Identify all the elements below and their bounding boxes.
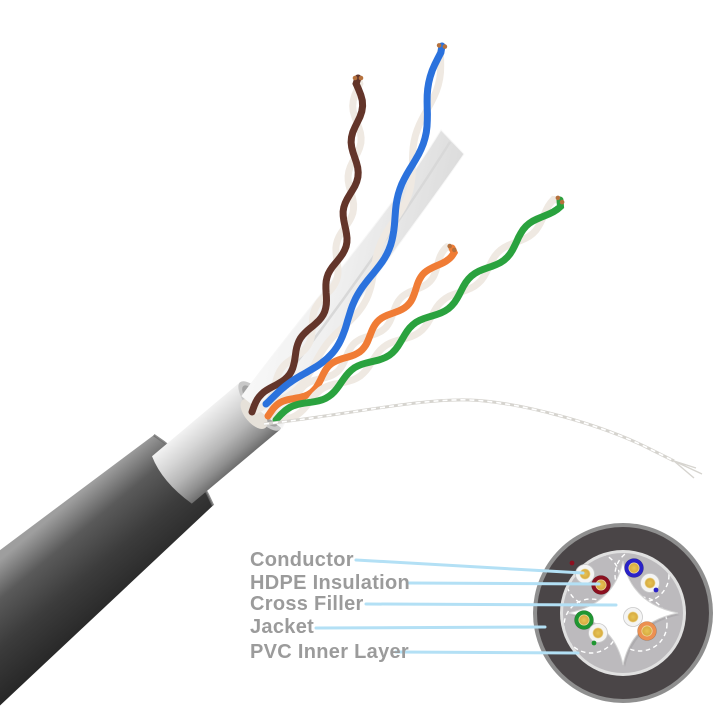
conductor-tip-dot bbox=[358, 75, 364, 81]
label-conductor: Conductor bbox=[250, 549, 354, 571]
pair-green-strand bbox=[272, 196, 565, 424]
xs-dashed-circle-se bbox=[612, 596, 668, 652]
xs-pair-ne bbox=[624, 558, 660, 593]
twisted-pairs bbox=[248, 42, 565, 424]
rip-cord-string bbox=[263, 398, 675, 463]
xs-pair-nw bbox=[569, 560, 611, 595]
label-cross-filler: Cross Filler bbox=[250, 593, 364, 615]
pair-white-strand bbox=[262, 42, 446, 408]
xs-wire-conductor bbox=[641, 625, 653, 637]
xs-wire-conductor bbox=[628, 562, 640, 574]
pair-orange-strand bbox=[264, 244, 459, 420]
leader-line-pvc-inner-layer bbox=[394, 650, 580, 655]
xs-wire-conductor bbox=[595, 579, 607, 591]
twisted-pair-orange bbox=[264, 243, 459, 420]
pair-blue-strand bbox=[262, 42, 446, 408]
conductor-tip-dot bbox=[436, 43, 442, 48]
xs-wire-conductor bbox=[627, 611, 639, 623]
xs-wire-conductor bbox=[592, 627, 604, 639]
twisted-pair-brown bbox=[248, 74, 367, 416]
conductor-tip-dot bbox=[452, 247, 457, 253]
pair-brown-strand bbox=[248, 74, 367, 416]
label-jacket: Jacket bbox=[250, 616, 315, 638]
leader-lines bbox=[314, 558, 618, 655]
conductor-tip-dot bbox=[555, 195, 561, 201]
cross-section-diagram bbox=[533, 523, 713, 703]
rip-cord-fray bbox=[673, 460, 703, 479]
xs-wire-tail-dot-blue bbox=[653, 587, 659, 593]
xs-wire-conductor bbox=[644, 577, 656, 589]
cable-photo bbox=[0, 42, 703, 706]
conductor-tip-dot bbox=[559, 199, 565, 205]
cable-jacket bbox=[0, 435, 213, 706]
rip-cord-twist-highlight bbox=[263, 399, 675, 462]
leader-line-conductor bbox=[354, 558, 585, 575]
twisted-pair-blue bbox=[262, 42, 448, 408]
conductor-tip-dot bbox=[442, 44, 448, 49]
twisted-pair-green bbox=[272, 195, 565, 424]
xs-pair-sw bbox=[574, 610, 608, 646]
leader-line-jacket bbox=[314, 625, 547, 630]
conductor-tip-dot bbox=[447, 243, 453, 249]
xs-pair-se bbox=[623, 607, 657, 641]
label-hdpe-insulation: HDPE Insulation bbox=[250, 572, 411, 594]
xs-wire-tail-dot-green bbox=[591, 640, 597, 646]
leader-line-hdpe-insulation bbox=[406, 581, 601, 586]
xs-wire-tail-dot-maroon bbox=[569, 560, 575, 566]
xs-wire-conductor bbox=[578, 614, 590, 626]
conductor-tip-dot bbox=[352, 75, 358, 81]
leader-line-cross-filler bbox=[364, 602, 618, 607]
xs-wire-conductor bbox=[579, 568, 591, 580]
label-pvc-inner-layer: PVC Inner Layer bbox=[250, 641, 410, 663]
rip-cord bbox=[263, 398, 703, 479]
